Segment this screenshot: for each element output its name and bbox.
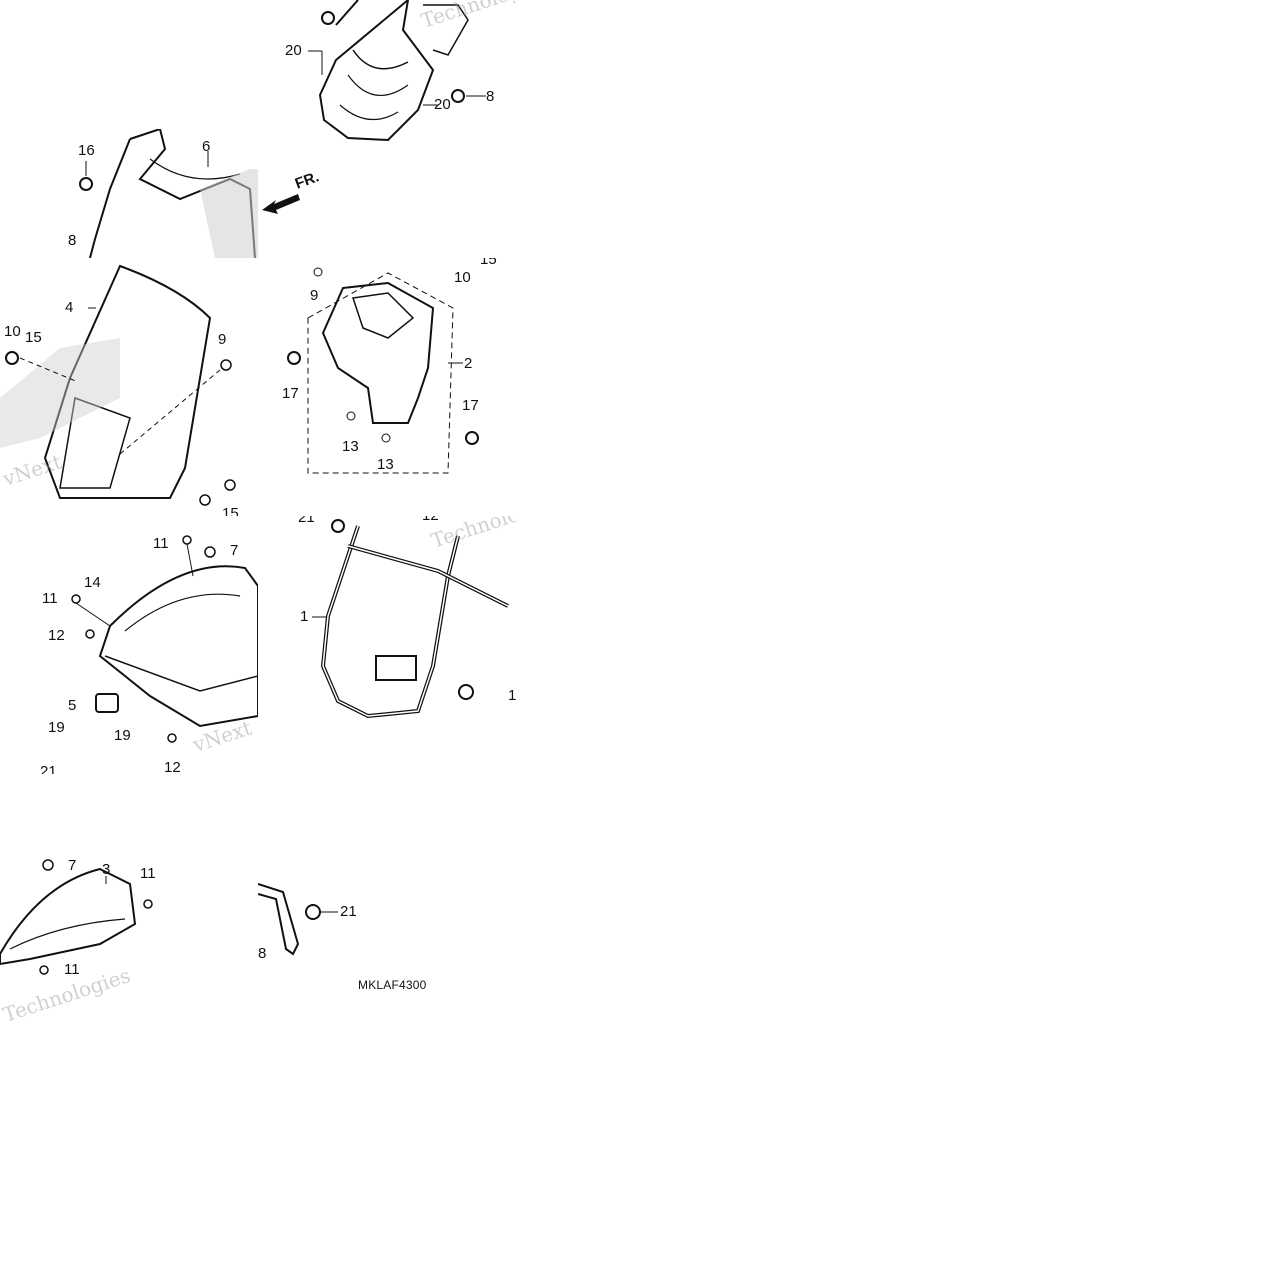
callout: 3 — [102, 861, 111, 878]
callout: 14 — [84, 574, 101, 591]
callout: 16 — [78, 142, 95, 159]
tile-inner-cover: 11 7 14 11 12 5 19 19 12 21 vNext — [0, 516, 258, 774]
tile-meter-bracket: 10 15 9 2 17 17 13 13 — [258, 258, 516, 516]
tile-headlight-bracket: 16 6 8 — [0, 129, 258, 258]
callout: 8 — [258, 945, 267, 962]
callout: 8 — [486, 88, 495, 105]
callout: 15 — [222, 505, 239, 516]
callout: 20 — [285, 42, 302, 59]
callout: 6 — [202, 138, 211, 155]
callout: 12 — [422, 516, 439, 523]
callout: 11 — [140, 865, 156, 882]
callout: 8 — [68, 232, 77, 249]
callout: 15 — [25, 329, 42, 346]
callout: 19 — [114, 727, 131, 744]
headlight-bracket-drawing — [79, 129, 258, 258]
callout: 10 — [454, 269, 471, 286]
upper-cowl-drawing — [308, 0, 486, 142]
meter-bracket-drawing — [287, 267, 479, 474]
callout: 12 — [48, 627, 65, 644]
windscreen-drawing — [0, 264, 236, 506]
callout: 12 — [164, 759, 181, 774]
callout: 2 — [464, 355, 473, 372]
tile-lower-stay: 21 8 MKLAF4300 — [258, 774, 516, 1032]
tile-windscreen: 4 10 15 9 15 vNext — [0, 258, 258, 516]
callout: 21 — [298, 516, 315, 526]
callout: 9 — [310, 287, 319, 304]
tile-front-stay: 21 12 1 1 Technologies — [258, 516, 516, 774]
callout: 17 — [282, 385, 299, 402]
drawing-code: MKLAF4300 — [358, 978, 427, 992]
callout: 11 — [64, 961, 80, 978]
callout: 7 — [68, 857, 77, 874]
callout: 19 — [48, 719, 65, 736]
callout: 13 — [342, 438, 359, 455]
lower-stay-drawing — [258, 883, 338, 956]
callout: 17 — [462, 397, 479, 414]
side-cover-drawing — [0, 859, 153, 975]
callout: 11 — [42, 590, 58, 607]
direction-arrow-icon — [262, 194, 300, 214]
callout: 10 — [4, 323, 21, 340]
callout: 21 — [40, 763, 57, 774]
front-stay-drawing — [312, 519, 509, 719]
callout: 7 — [230, 542, 239, 559]
callout: 15 — [480, 258, 497, 268]
callout: 1 — [300, 608, 309, 625]
callout: 5 — [68, 697, 77, 714]
callout: 4 — [65, 299, 74, 316]
callout: 11 — [153, 535, 169, 552]
callout: 9 — [218, 331, 227, 348]
tile-side-cover: 7 3 11 11 Technologies — [0, 774, 258, 1032]
tile-upper-cowl: 20 20 8 Technologies — [258, 0, 516, 258]
callout: 20 — [434, 96, 451, 113]
callout: 13 — [377, 456, 394, 473]
callout: 1 — [508, 687, 516, 704]
inner-cover-drawing — [71, 535, 258, 743]
callout: 21 — [340, 903, 357, 920]
